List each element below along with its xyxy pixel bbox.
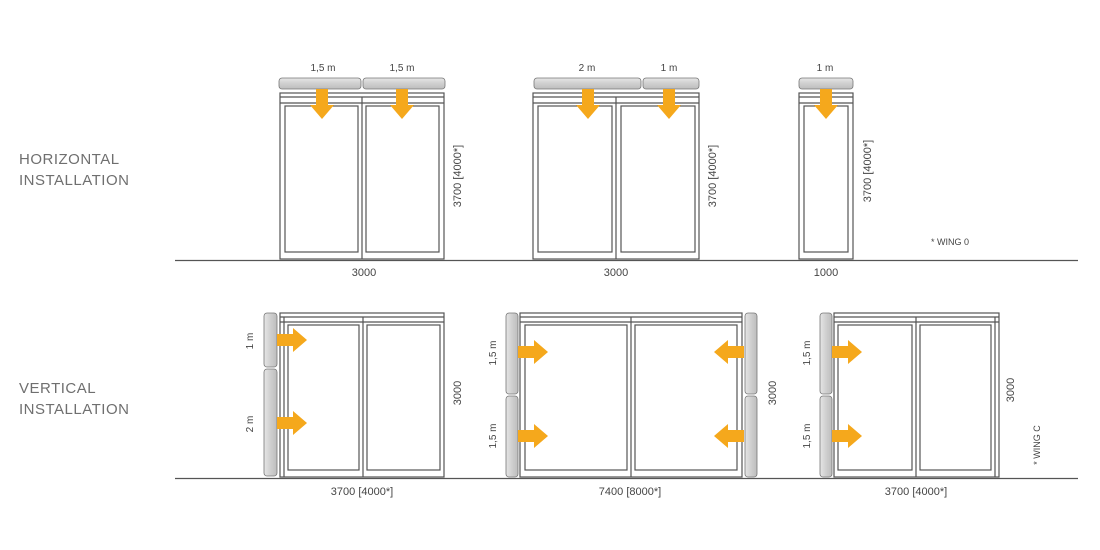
horizontal-door-1 [279,92,445,260]
curtain-length-label: 1 m [817,63,834,74]
air-curtain-unit [263,368,278,477]
air-curtain-unit [533,77,642,90]
door-width-label: 7400 [8000*] [599,486,661,498]
air-curtain-unit [744,395,758,478]
curtain-length-label: 1,5 m [389,63,414,74]
airflow-arrow-left-icon [714,340,744,364]
vertical-label-line2: INSTALLATION [19,401,130,418]
horizontal-installation-label: HORIZONTAL INSTALLATION [19,149,129,191]
door-height-label: 3700 [4000*] [707,145,719,207]
air-curtain-unit [744,312,758,395]
curtain-length-label: 1,5 m [802,340,813,365]
air-curtain-unit [642,77,700,90]
vertical-door-1 [279,312,445,478]
curtain-length-label: 1 m [661,63,678,74]
footnote-wing-c: * WING C [1032,425,1042,465]
horizontal-door-2 [532,92,700,260]
air-curtain-unit [278,77,362,90]
air-curtain-unit [505,395,519,478]
curtain-length-label: 1,5 m [802,423,813,448]
air-curtain-unit [819,395,833,478]
airflow-arrow-right-icon [518,424,548,448]
vertical-label-line1: VERTICAL [19,380,97,397]
curtain-length-label: 2 m [245,416,256,433]
vertical-installation-label: VERTICAL INSTALLATION [19,378,129,420]
vertical-door-3 [833,312,1000,478]
door-width-label: 3000 [604,267,628,279]
airflow-arrow-right-icon [832,340,862,364]
curtain-length-label: 1,5 m [310,63,335,74]
airflow-arrow-right-icon [832,424,862,448]
door-height-label: 3700 [4000*] [452,145,464,207]
door-width-label: 1000 [814,267,838,279]
curtain-length-label: 1,5 m [488,340,499,365]
airflow-arrow-right-icon [277,411,307,435]
horizontal-label-line1: HORIZONTAL [19,151,120,168]
air-curtain-unit [505,312,519,395]
door-width-label: 3700 [4000*] [331,486,393,498]
door-width-label: 3000 [352,267,376,279]
airflow-arrow-left-icon [714,424,744,448]
air-curtain-unit [798,77,854,90]
curtain-length-label: 2 m [579,63,596,74]
door-frame [279,312,445,478]
door-width-label: 3700 [4000*] [885,486,947,498]
door-height-label: 3700 [4000*] [862,140,874,202]
airflow-arrow-right-icon [518,340,548,364]
curtain-length-label: 1,5 m [488,423,499,448]
door-height-label: 3000 [1005,378,1017,402]
footnote-wing-0: * WING 0 [931,237,969,247]
door-height-label: 3000 [452,381,464,405]
air-curtain-unit [819,312,833,395]
vertical-door-2 [519,312,743,478]
horizontal-label-line2: INSTALLATION [19,172,130,189]
door-height-label: 3000 [767,381,779,405]
airflow-arrow-right-icon [277,328,307,352]
air-curtain-unit [263,312,278,368]
curtain-length-label: 1 m [245,333,256,350]
air-curtain-unit [362,77,446,90]
